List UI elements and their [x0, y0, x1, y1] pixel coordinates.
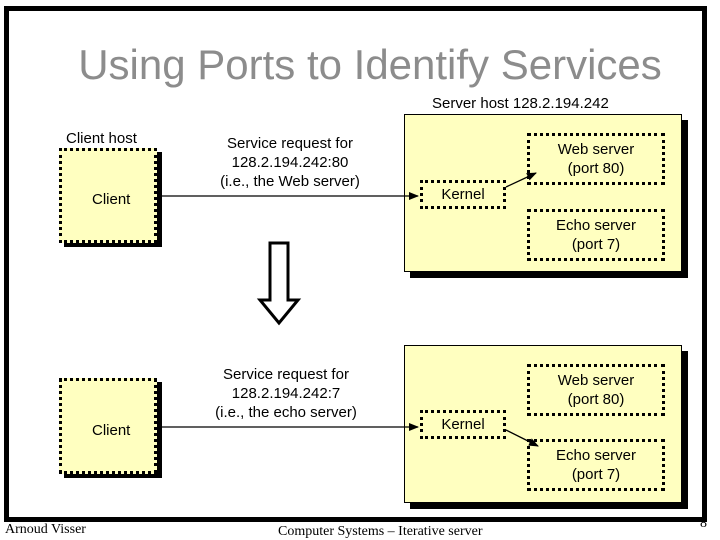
request-label-bottom-line1: Service request for [223, 366, 349, 383]
dispatch-arrow-bottom [505, 429, 539, 447]
footer-author: Arnoud Visser [5, 522, 86, 537]
request-label-bottom: Service request for 128.2.194.242:7 (i.e… [196, 365, 376, 422]
kernel-box-top: Kernel [420, 180, 506, 209]
web-server-label-top-line1: Web server [557, 141, 635, 158]
request-label-top-line3: (i.e., the Web server) [220, 173, 360, 190]
down-arrow-icon [256, 241, 302, 326]
client-host-label: Client host [66, 130, 137, 147]
client-label-top: Client [92, 191, 131, 208]
client-box-bottom: Client [59, 378, 157, 474]
request-label-top-line1: Service request for [227, 135, 353, 152]
dispatch-arrow-top [505, 172, 537, 188]
echo-server-box-top: Echo server (port 7) [527, 209, 665, 261]
web-server-label-top-line2: (port 80) [567, 160, 625, 177]
request-label-top-line2: 128.2.194.242:80 [231, 154, 349, 171]
web-server-box-bottom: Web server (port 80) [527, 364, 665, 416]
echo-server-label-bottom-line1: Echo server [555, 447, 637, 464]
client-box-top: Client [59, 148, 157, 243]
web-server-label-bottom-line2: (port 80) [567, 391, 625, 408]
echo-server-label-top-line1: Echo server [555, 217, 637, 234]
echo-server-box-bottom: Echo server (port 7) [527, 439, 665, 491]
slide-title: Using Ports to Identify Services [78, 41, 662, 88]
web-server-label-bottom-line1: Web server [557, 372, 635, 389]
echo-server-label-top-line2: (port 7) [571, 236, 621, 253]
kernel-label-top: Kernel [441, 186, 485, 203]
footer-course: Computer Systems – Iterative server [278, 524, 483, 539]
kernel-label-bottom: Kernel [441, 416, 485, 433]
server-host-label: Server host 128.2.194.242 [432, 95, 609, 112]
echo-server-label-bottom-line2: (port 7) [571, 466, 621, 483]
page-number: 8 [700, 516, 707, 531]
request-label-bottom-line2: 128.2.194.242:7 [231, 385, 341, 402]
kernel-box-bottom: Kernel [420, 410, 506, 439]
request-label-bottom-line3: (i.e., the echo server) [215, 404, 357, 421]
web-server-box-top: Web server (port 80) [527, 133, 665, 185]
client-label-bottom: Client [92, 422, 131, 439]
request-label-top: Service request for 128.2.194.242:80 (i.… [200, 134, 380, 191]
